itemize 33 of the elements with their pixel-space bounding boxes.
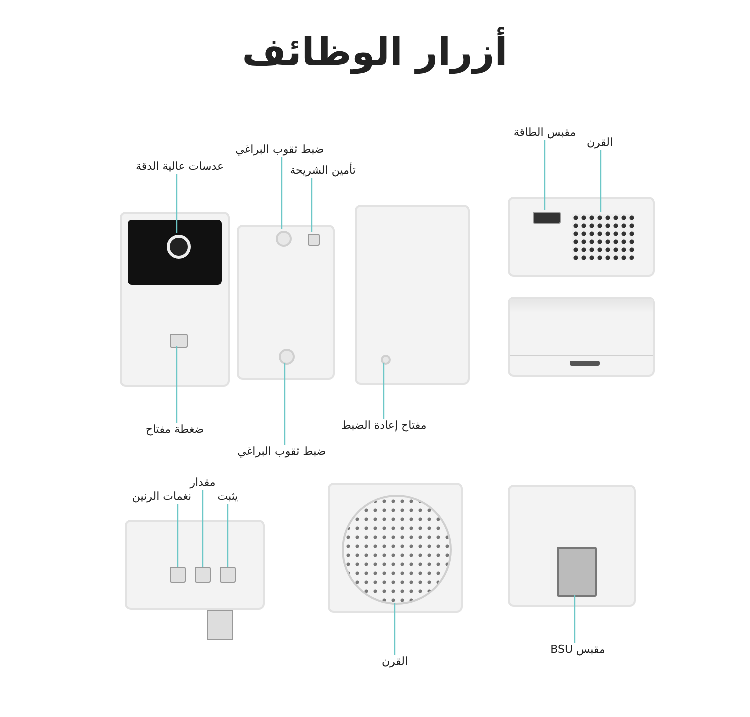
- chime-speaker-drawing: [328, 483, 463, 613]
- chime-button-icon: [220, 567, 236, 583]
- back-plate-drawing: [237, 225, 335, 380]
- leader-line: [177, 504, 179, 567]
- screw-hole-icon: [279, 349, 295, 365]
- press-button-icon: [170, 334, 188, 348]
- leader-line: [383, 363, 385, 419]
- leader-line: [227, 504, 229, 567]
- leader-line: [394, 603, 396, 655]
- leader-line: [176, 174, 178, 233]
- chime-button-icon: [170, 567, 186, 583]
- chime-top-drawing: [508, 197, 655, 277]
- speaker-grille-icon: [572, 214, 634, 260]
- chip-lock-icon: [308, 234, 320, 246]
- usb-plug-icon: [557, 547, 597, 597]
- screw-hole-icon: [276, 231, 292, 247]
- leader-line: [202, 490, 204, 567]
- leader-line: [311, 178, 313, 232]
- chime-side-drawing: [125, 520, 265, 642]
- leader-line: [544, 140, 546, 210]
- leader-line: [574, 595, 576, 643]
- reset-hole-icon: [381, 355, 391, 365]
- callout-label: نغمات الرنين: [130, 490, 194, 504]
- chime-bottom-drawing: [508, 297, 655, 377]
- mounting-plate-drawing: [355, 205, 470, 385]
- leader-line: [281, 157, 283, 229]
- leader-line: [284, 363, 286, 445]
- power-socket-icon: [533, 212, 561, 224]
- chime-back-drawing: [508, 485, 636, 607]
- leader-line: [176, 346, 178, 423]
- chime-button-icon: [195, 567, 211, 583]
- doorbell-drawing: [120, 212, 230, 387]
- leader-line: [600, 150, 602, 212]
